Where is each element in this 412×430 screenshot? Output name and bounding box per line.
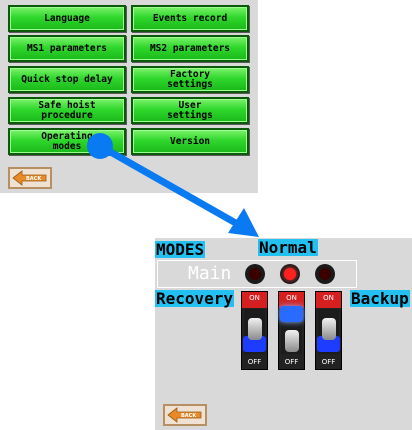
factory-settings-button[interactable]: Factory settings [131,66,249,93]
arrow-head [228,208,259,237]
main-indicator-box: Main [157,260,357,288]
back-arrow-icon [12,170,47,186]
switch-on-label: ON [242,292,267,308]
modes-back-button[interactable]: BACK [163,404,207,426]
backup-label: Backup [350,289,410,308]
back-arrow-icon [167,407,202,423]
switch-off-label: OFF [279,355,304,369]
ms2-parameters-button[interactable]: MS2 parameters [131,35,249,62]
back-label: BACK [181,413,197,419]
modes-title: MODES [155,240,206,259]
switch-glow [243,336,266,352]
safe-hoist-procedure-button[interactable]: Safe hoist procedure [8,97,126,124]
switch-lever [248,318,262,340]
backup-toggle-switch[interactable]: ON OFF [315,291,342,370]
led-indicator-3 [315,264,335,284]
ms1-parameters-button[interactable]: MS1 parameters [8,35,126,62]
switch-lever [322,318,336,340]
recovery-toggle-switch[interactable]: ON OFF [241,291,268,370]
led-indicator-1 [245,264,265,284]
switch-off-label: OFF [242,355,267,369]
version-button[interactable]: Version [131,128,249,155]
user-settings-button[interactable]: User settings [131,97,249,124]
modes-panel: MODES Normal Main Recovery Backup ON OFF… [155,238,412,430]
switch-on-label: ON [279,292,304,308]
events-record-button[interactable]: Events record [131,5,249,32]
language-button[interactable]: Language [8,5,126,32]
recovery-label: Recovery [155,289,235,308]
main-label: Main [188,263,232,284]
main-toggle-switch[interactable]: ON OFF [278,291,305,370]
settings-menu-panel: Language Events record MS1 parameters MS… [0,0,258,193]
mode-status: Normal [258,238,318,257]
switch-glow [317,336,340,352]
quick-stop-delay-button[interactable]: Quick stop delay [8,66,126,93]
back-button[interactable]: BACK [8,167,52,189]
led-indicator-2 [280,264,300,284]
back-label: BACK [26,176,42,182]
switch-glow [280,306,303,322]
switch-on-label: ON [316,292,341,308]
operating-modes-button[interactable]: Operating modes [8,128,126,155]
switch-off-label: OFF [316,355,341,369]
switch-lever [285,330,299,352]
